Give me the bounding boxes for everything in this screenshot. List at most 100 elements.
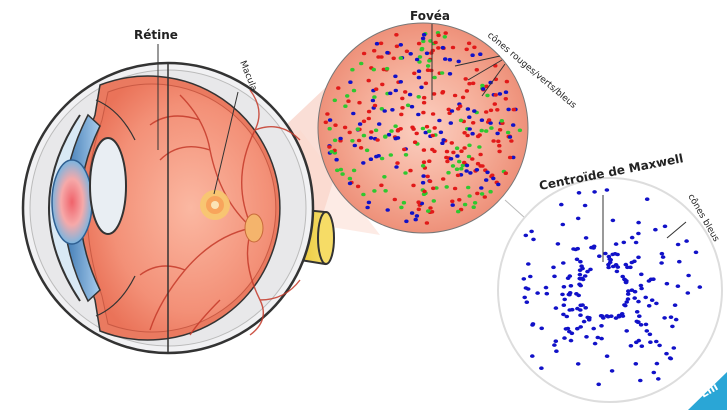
blue-cone-dot: [593, 342, 598, 346]
cone-dot: [441, 138, 445, 142]
blue-cone-dot: [669, 315, 674, 319]
cone-dot: [443, 35, 447, 39]
lili-logo: Lili: [688, 372, 727, 410]
blue-cone-dot: [657, 344, 662, 348]
cone-dot: [333, 123, 337, 127]
cone-dot: [373, 104, 377, 108]
cone-dot: [357, 139, 361, 143]
cone-dot: [417, 208, 421, 212]
blue-cone-dot: [698, 285, 703, 289]
cone-dot: [419, 86, 423, 90]
cone-dot: [376, 55, 380, 59]
cone-dot: [348, 131, 352, 135]
blue-cone-dot: [626, 289, 631, 293]
cone-dot: [456, 174, 460, 178]
cone-dot: [421, 164, 425, 168]
cone-dot: [351, 112, 355, 116]
blue-cone-dot: [684, 239, 689, 243]
blue-cone-dot: [566, 276, 571, 280]
blue-cone-dot: [583, 204, 588, 208]
cone-dot: [429, 51, 433, 55]
cone-dot: [444, 156, 448, 160]
cone-dot: [470, 157, 474, 161]
blue-cone-dot: [630, 236, 635, 240]
cone-dot: [455, 146, 459, 150]
cone-dot: [406, 104, 410, 108]
cone-dot: [383, 189, 387, 193]
blue-cone-dot: [544, 286, 549, 290]
blue-cone-dot: [570, 308, 575, 312]
cone-dot: [467, 144, 471, 148]
cone-dot: [385, 51, 389, 55]
blue-cone-dot: [605, 354, 610, 358]
cone-dot: [467, 82, 471, 86]
cone-dot: [421, 127, 425, 131]
cone-dot: [464, 169, 468, 173]
cone-dot: [334, 158, 338, 162]
blue-cone-dot: [654, 302, 659, 306]
cone-dot: [367, 201, 371, 205]
cone-dot: [399, 56, 403, 60]
cone-dot: [428, 180, 432, 184]
blue-cone-dot: [648, 333, 653, 337]
cone-dot: [328, 127, 332, 131]
cone-dot: [458, 104, 462, 108]
cone-dot: [441, 46, 445, 50]
cone-dot: [367, 117, 371, 121]
cone-dot: [396, 136, 400, 140]
blue-cone-dot: [639, 287, 644, 291]
blue-cone-dot: [552, 275, 557, 279]
cone-dot: [493, 102, 497, 106]
cone-dot: [463, 203, 467, 207]
cone-dot: [346, 99, 350, 103]
cone-dot: [465, 89, 469, 93]
cone-dot: [459, 167, 463, 171]
cone-dot: [386, 208, 390, 212]
cone-dot: [451, 151, 455, 155]
cone-dot: [509, 139, 513, 143]
cone-dot: [375, 42, 379, 46]
cone-dot: [497, 144, 501, 148]
blue-cone-dot: [636, 232, 641, 236]
blue-cone-dot: [624, 329, 629, 333]
blue-cone-dot: [635, 310, 640, 314]
cone-dot: [483, 195, 487, 199]
blue-cone-dot: [529, 230, 534, 234]
cone-dot: [416, 113, 420, 117]
blue-cone-dot: [632, 296, 637, 300]
blue-cone-dot: [660, 252, 665, 256]
cone-dot: [394, 89, 398, 93]
cone-dot: [439, 131, 443, 135]
cone-dot: [422, 160, 426, 164]
cone-dot: [365, 206, 369, 210]
blue-cone-dot: [653, 228, 658, 232]
blue-cone-dot: [562, 285, 567, 289]
cone-dot: [430, 148, 434, 152]
cone-dot: [437, 119, 441, 123]
cone-dot: [404, 220, 408, 224]
cone-dot: [427, 129, 431, 133]
blue-cone-dot: [577, 191, 582, 195]
blue-cone-dot: [636, 221, 641, 225]
cone-dot: [402, 148, 406, 152]
cone-dot: [462, 146, 466, 150]
blue-cone-dot: [562, 336, 567, 340]
cone-dot: [393, 198, 397, 202]
blue-cone-dot: [582, 320, 587, 324]
cone-dot: [491, 139, 495, 143]
blue-cone-dot: [606, 263, 611, 267]
blue-cone-dot: [578, 284, 583, 288]
blue-cone-dot: [591, 327, 596, 331]
cone-dot: [343, 104, 347, 108]
cone-dot: [324, 121, 328, 125]
cone-dot: [472, 205, 476, 209]
blue-cone-dot: [634, 341, 639, 345]
blue-cone-dot: [665, 282, 670, 286]
blue-cone-dot: [578, 273, 583, 277]
cone-dot: [375, 138, 379, 142]
cone-dot: [472, 46, 476, 50]
cone-dot: [506, 131, 510, 135]
cone-dot: [475, 68, 479, 72]
cone-dot: [415, 58, 419, 62]
